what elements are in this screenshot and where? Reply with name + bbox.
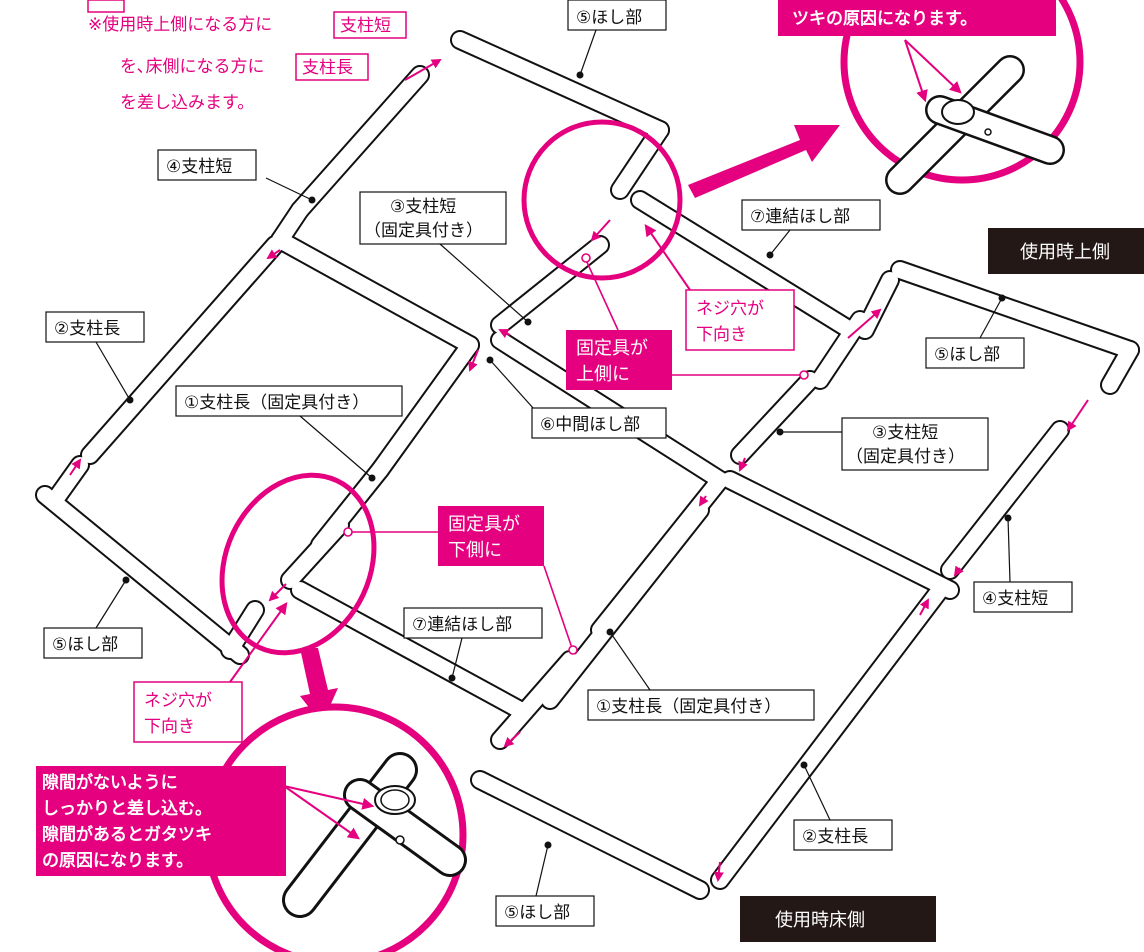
part-label-shichu-long-1a: ①支柱長（固定具付き） (175, 385, 403, 482)
note-box-long: 支柱長 (302, 58, 353, 78)
badge-floor-side: 使用時床側 (740, 896, 936, 942)
insert-arrow (738, 457, 748, 472)
part-label-text: ②支柱長 (54, 319, 120, 339)
part-label-chukan-6: ⑥中間ほし部 (486, 356, 667, 439)
part-label-text: ①支柱長（固定具付き） (596, 697, 781, 717)
insert-arrow (713, 861, 724, 882)
bottom-warning-line3: 隙間があるとガタツキ (42, 824, 212, 845)
part-label-text: ④支柱短 (982, 589, 1048, 609)
insert-arrow (498, 329, 511, 339)
insert-arrow (468, 349, 479, 372)
insert-arrow (919, 598, 929, 616)
insert-arrow (404, 59, 442, 81)
note-line2: を､床側になる方に (120, 57, 265, 77)
callout-screw-top: ネジ穴が 下向き (644, 224, 795, 351)
top-warning-text: ツキの原因になります。 (792, 9, 977, 29)
insert-arrow (698, 495, 709, 507)
part-label-hoshi-top: ⑤ほし部 (567, 0, 667, 79)
part-label-shichu-short-4b: ④支柱短 (973, 514, 1073, 613)
part-label-text: （固定具付き） (364, 221, 483, 241)
part-label-text: ③支柱短 (872, 423, 938, 443)
part-label-hoshi-left: ⑤ほし部 (43, 576, 143, 659)
note-line3: を差し込みます。 (120, 93, 254, 113)
badge-upper-side: 使用時上側 (988, 228, 1144, 274)
note-box-short: 支柱短 (340, 16, 391, 36)
callout-fixture-down-l1: 固定具が (448, 514, 520, 535)
callout-screw-left: ネジ穴が 下向き (133, 602, 288, 743)
bottom-warning-line1: 隙間がないように (42, 772, 178, 793)
part-label-text: ⑦連結ほし部 (412, 615, 512, 635)
highlight-circle-left (219, 472, 377, 656)
insert-arrow (1066, 399, 1089, 432)
pipe-frame (35, 30, 1140, 900)
part-label-text: ⑤ほし部 (934, 345, 1000, 365)
callout-fixture-up-l1: 固定具が (576, 338, 648, 359)
part-label-text: ③支柱短 (390, 197, 456, 217)
badge-upper-side-text: 使用時上側 (1020, 242, 1110, 263)
note-line1: ※使用時上側になる方に (88, 14, 272, 35)
part-label-text: ⑤ほし部 (52, 635, 118, 655)
part-label-shichu-short-3a: ③支柱短 （固定具付き） (359, 191, 532, 326)
part-label-text: ④支柱短 (166, 157, 232, 177)
part-label-shichu-short-4a: ④支柱短 (157, 149, 316, 204)
bottom-warning-line2: しっかりと差し込む。 (42, 798, 212, 819)
part-label-hoshi-right: ⑤ほし部 (925, 294, 1025, 369)
insert-arrow (590, 219, 611, 242)
callout-fixture-up-l2: 上側に (576, 364, 630, 385)
part-label-text: ⑤ほし部 (576, 8, 642, 28)
bottom-warning-box: 隙間がないように しっかりと差し込む。 隙間があるとガタツキ の原因になります。 (36, 766, 375, 876)
part-label-shichu-long-1b: ①支柱長（固定具付き） (587, 628, 815, 721)
top-zoom-inset (840, 0, 1084, 195)
part-label-text: ⑤ほし部 (504, 903, 570, 923)
part-label-text: ①支柱長（固定具付き） (184, 393, 369, 413)
insert-arrow (503, 731, 521, 748)
part-label-shichu-short-3b: ③支柱短 （固定具付き） (776, 417, 989, 471)
callout-screw-left-l2: 下向き (144, 717, 195, 737)
part-label-text: ⑦連結ほし部 (750, 207, 850, 227)
bottom-warning-line4: の原因になります。 (42, 851, 193, 871)
part-label-text: ②支柱長 (802, 827, 868, 847)
callout-screw-top-l1: ネジ穴が (696, 299, 764, 319)
part-label-shichu-long-2b: ②支柱長 (793, 761, 893, 851)
callout-fixture-up: 固定具が 上側に (566, 253, 809, 390)
part-label-hoshi-bottom: ⑤ほし部 (495, 841, 595, 927)
insert-arrow (266, 249, 281, 260)
insert-arrow (268, 583, 287, 602)
insert-arrow (953, 565, 964, 577)
callout-screw-left-l1: ネジ穴が (144, 691, 212, 711)
top-warning-box: ツキの原因になります。 (778, 0, 1056, 36)
callout-screw-top-l2: 下向き (696, 325, 747, 345)
insert-arrow (69, 458, 82, 476)
callout-fixture-down: 固定具が 下側に (343, 506, 578, 655)
insertion-note: ※使用時上側になる方に 支柱短 を､床側になる方に 支柱長 を差し込みます。 (87, 0, 407, 113)
callout-fixture-down-l2: 下側に (448, 540, 502, 561)
zoom-arrow-top (688, 125, 840, 198)
part-label-renketsu-7b: ⑦連結ほし部 (403, 607, 543, 682)
part-label-text: ⑥中間ほし部 (540, 415, 640, 435)
insert-arrow (847, 308, 882, 339)
part-label-renketsu-7a: ⑦連結ほし部 (741, 199, 881, 259)
part-label-shichu-long-2a: ②支柱長 (45, 311, 145, 404)
highlight-circle-top (521, 119, 683, 281)
part-label-text: （固定具付き） (846, 447, 965, 467)
badge-floor-side-text: 使用時床側 (775, 910, 865, 931)
